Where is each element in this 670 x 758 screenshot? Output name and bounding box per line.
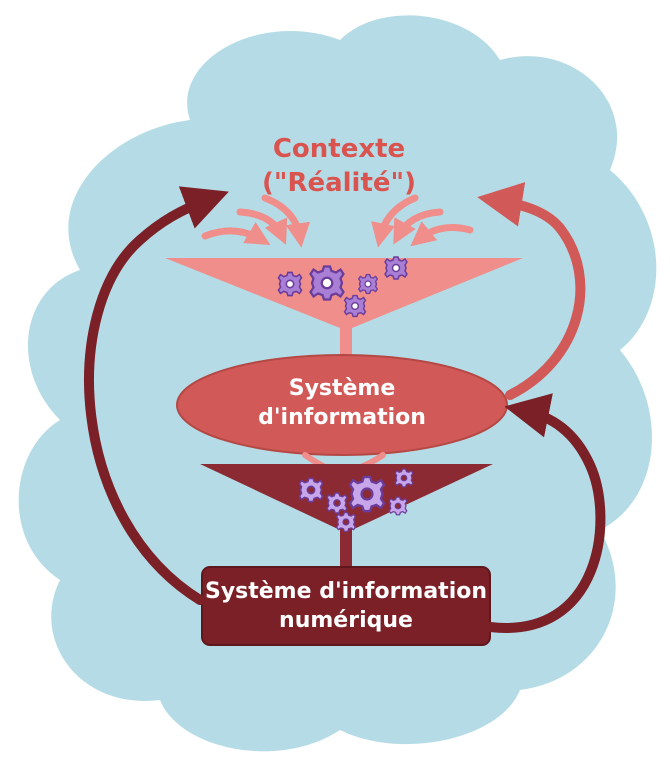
gear-icon: [343, 294, 367, 318]
digital-information-system-label-line1: Système d'information: [205, 579, 487, 604]
gear-icon: [336, 512, 356, 532]
incoming-arrow: [410, 221, 474, 247]
bottom-funnel-gears: [298, 468, 414, 532]
gear-icon: [388, 496, 408, 516]
information-system-node: Système d'information: [176, 354, 508, 456]
incoming-arrow: [261, 194, 311, 248]
incoming-arrow: [393, 208, 444, 245]
top-funnel-gears: [277, 256, 408, 318]
gear-icon: [348, 475, 386, 513]
top-funnel: [165, 258, 523, 355]
feedback-arrow-system-to-context: [477, 182, 586, 400]
feedback-arrow-digital-to-context: [84, 186, 229, 605]
gear-icon: [277, 271, 303, 297]
gear-icon: [298, 477, 324, 503]
gear-icon: [394, 468, 414, 488]
digital-information-system-label-line2: numérique: [279, 608, 413, 633]
gear-icon: [384, 256, 408, 280]
gear-icon: [309, 265, 345, 301]
feedback-arrow-digital-to-system: [485, 393, 606, 633]
gear-icon: [358, 274, 378, 294]
incoming-arrow: [236, 208, 288, 245]
information-system-label-line1: Système: [289, 376, 396, 401]
digital-information-system-node: Système d'information numérique: [201, 566, 491, 646]
incoming-arrows: [201, 194, 474, 248]
gear-icon: [326, 492, 348, 514]
context-label-line2: ("Réalité"): [262, 168, 416, 198]
information-system-label-line2: d'information: [258, 405, 426, 430]
incoming-arrow: [371, 194, 419, 248]
incoming-arrow: [201, 221, 271, 245]
context-label-line1: Contexte: [273, 134, 405, 164]
